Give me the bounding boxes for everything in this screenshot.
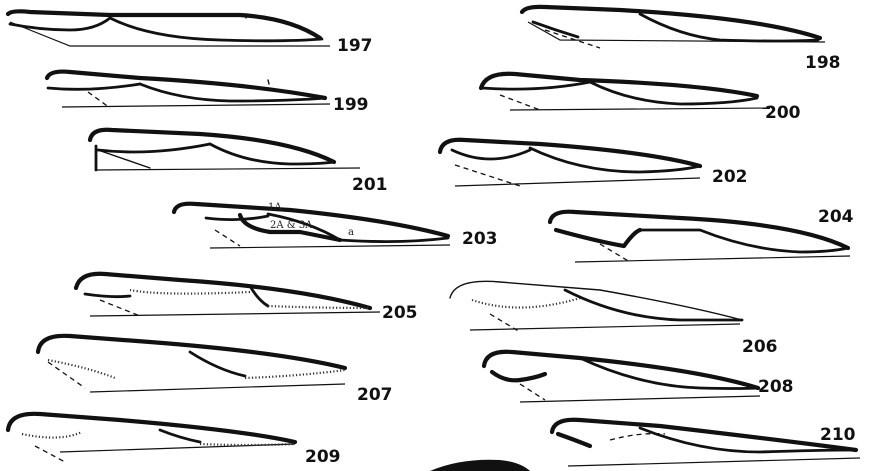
wing-margin-210 [568, 458, 860, 466]
wing-margin-204 [575, 256, 850, 262]
anal-vein-198 [533, 22, 578, 37]
wing-margin-206 [470, 324, 740, 330]
ink-blot [430, 460, 530, 471]
stigma-mark-197 [245, 14, 246, 18]
wing-figure-204: 204 [550, 207, 854, 262]
wing-margin-199 [62, 104, 330, 107]
anal-vein-1a-203 [206, 216, 268, 220]
figure-number-197: 197 [337, 36, 373, 56]
anal-vein-200 [482, 82, 590, 89]
wing-margin-209 [60, 444, 295, 452]
figure-number-202: 202 [712, 167, 748, 187]
wing-figure-207: 207 [38, 336, 393, 405]
wing-margin-197 [10, 22, 330, 46]
jugal-line-199 [88, 92, 110, 108]
wing-figure-203: 1A 2A & 3A a 203 [174, 202, 498, 249]
wing-margin-207 [90, 384, 345, 392]
vein-label-1a: 1A [268, 202, 282, 213]
cubitus-vein-209 [160, 430, 200, 442]
jugal-line-198 [545, 30, 600, 48]
costal-vein-209 [8, 414, 295, 442]
jugal-line-209 [35, 446, 65, 462]
wing-figure-205: 205 [76, 274, 418, 323]
jugal-line-202 [455, 165, 520, 186]
figure-number-210: 210 [820, 425, 856, 445]
vein-label-a: a [348, 227, 354, 238]
figure-number-208: 208 [758, 377, 794, 397]
anal-vein-210 [558, 434, 590, 446]
jugal-line-203 [215, 230, 240, 246]
costal-vein-199 [47, 72, 325, 98]
wing-margin-208 [520, 396, 760, 402]
anal-vein-201 [98, 144, 210, 152]
spectral-vein-206 [472, 298, 580, 308]
figure-number-205: 205 [382, 303, 418, 323]
anal-vein-202 [452, 150, 530, 159]
cubitus-vein-197 [110, 18, 322, 41]
wing-figure-209: 209 [8, 414, 341, 467]
anal-vein-199 [48, 84, 140, 89]
wing-margin-201 [96, 168, 360, 170]
costal-vein-208 [484, 352, 758, 388]
jugal-line-200 [500, 95, 540, 110]
spectral-vein-205 [130, 290, 250, 294]
costal-vein-206 [450, 281, 742, 320]
wing-figure-200: 200 [481, 74, 801, 123]
wing-margin-200 [510, 108, 770, 110]
figure-number-203: 203 [462, 229, 498, 249]
wing-figure-206: 206 [450, 281, 778, 357]
wing-figure-202: 202 [440, 140, 748, 187]
wing-figure-198: 198 [522, 7, 841, 73]
anal-vein-204 [556, 230, 640, 246]
figure-number-199: 199 [333, 95, 369, 115]
wing-figure-210: 210 [552, 420, 860, 466]
figure-number-201: 201 [352, 175, 388, 195]
cubitus-vein-206 [565, 290, 742, 320]
stigma-mark-199 [268, 80, 269, 84]
spectral-vein-209 [22, 432, 82, 438]
cubitus-vein-204 [640, 230, 848, 252]
figure-number-200: 200 [765, 103, 801, 123]
wing-figure-197: 197 [8, 11, 373, 56]
wing-figure-199: 199 [47, 72, 369, 115]
cubitus-vein-207 [190, 352, 245, 376]
spectral-cubitus-205 [268, 306, 370, 308]
figure-number-207: 207 [357, 385, 393, 405]
anal-vein-205 [85, 294, 130, 297]
figure-number-198: 198 [805, 53, 841, 73]
wing-margin-202 [455, 178, 700, 186]
wing-margin-203 [210, 245, 450, 248]
wing-figure-208: 208 [484, 352, 794, 402]
costal-vein-205 [76, 274, 370, 308]
wing-figure-201: 201 [90, 130, 388, 195]
figure-number-206: 206 [742, 337, 778, 357]
anal-vein-208 [492, 372, 545, 380]
vein-label-2a3a: 2A & 3A [270, 220, 313, 231]
spectral-cubitus-207 [245, 370, 345, 378]
jugal-line-208 [520, 384, 545, 400]
figure-number-209: 209 [305, 447, 341, 467]
figure-number-204: 204 [818, 207, 854, 227]
jugal-line-205 [100, 300, 140, 316]
